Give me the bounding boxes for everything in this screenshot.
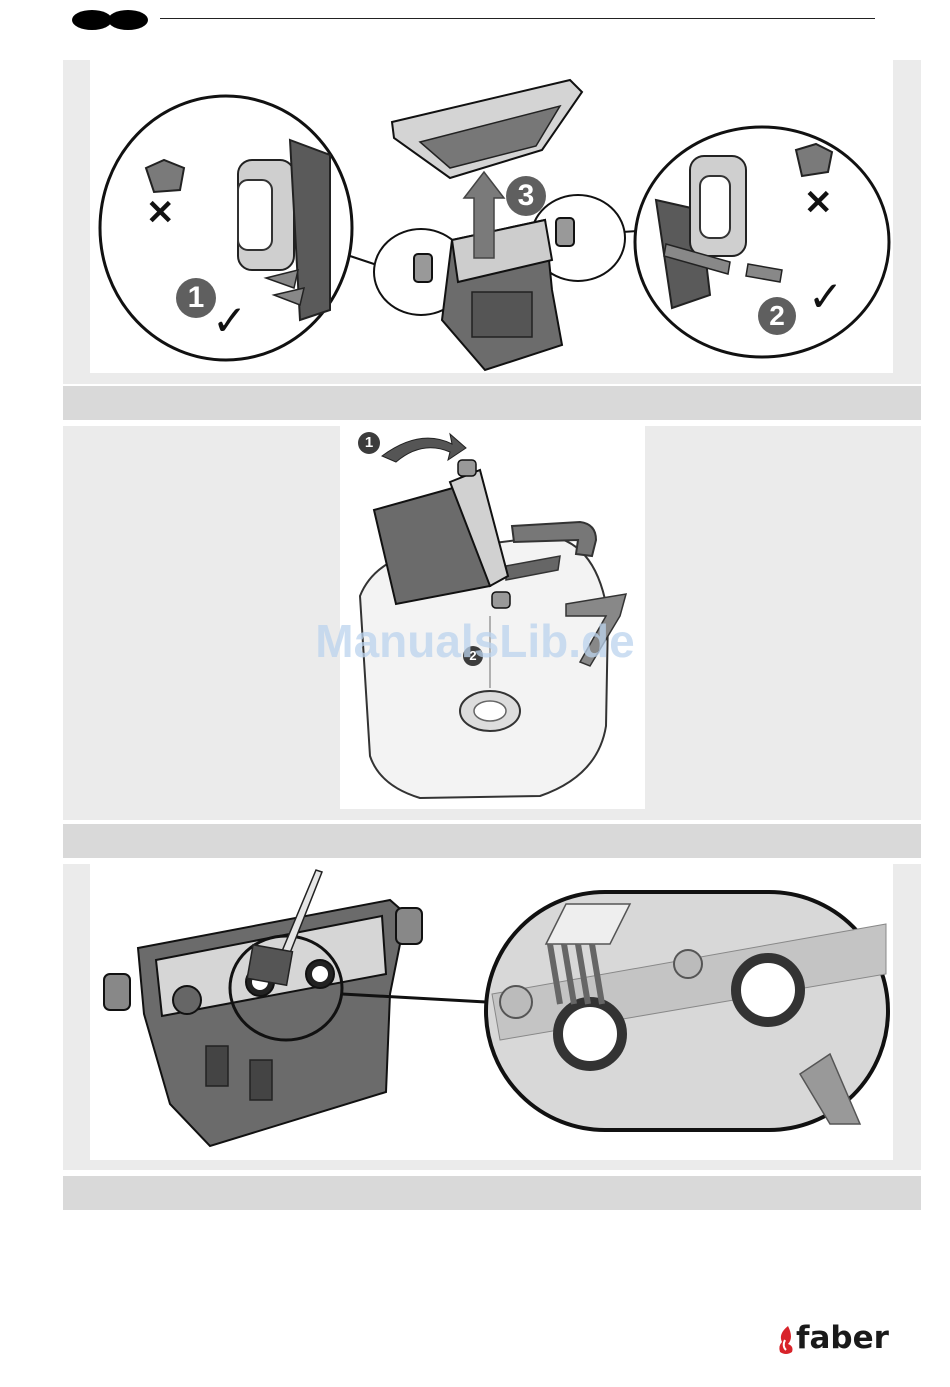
header-pill [70, 9, 152, 31]
header-rule [160, 18, 875, 19]
zoom-detail-oval [486, 892, 888, 1130]
flip-arrow-icon [382, 434, 466, 462]
wrong-mark-left: ✕ [146, 196, 175, 230]
caption-bar-3 [63, 1176, 921, 1210]
step-1-marker: 1 [176, 278, 216, 318]
faber-logo: faber [772, 1320, 882, 1360]
figure-3-illustration [90, 864, 893, 1160]
flip-step-1-marker: 1 [358, 432, 380, 454]
watermark-text: ManualsLib.de [0, 614, 950, 668]
check-mark-left: ✓ [212, 300, 247, 342]
wrong-mark-right: ✕ [804, 186, 833, 220]
double-dot-pill-icon [70, 9, 152, 31]
caption-bar-1 [63, 386, 921, 420]
flame-icon [774, 1324, 798, 1356]
filter-lid [392, 80, 582, 178]
faber-logo-text: faber [796, 1320, 889, 1356]
check-mark-right: ✓ [808, 276, 843, 318]
filter-housing-open [104, 900, 422, 1146]
caption-bar-2 [63, 824, 921, 858]
step-3-marker: 3 [506, 176, 546, 216]
step-2-marker: 2 [758, 297, 796, 335]
